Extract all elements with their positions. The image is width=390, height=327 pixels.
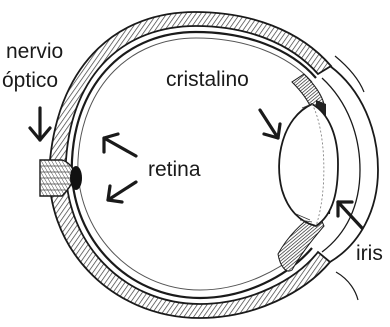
arrow-retina-upper bbox=[104, 134, 136, 156]
label-nervio-line1: nervio bbox=[6, 40, 63, 64]
label-nervio-line2: óptico bbox=[2, 69, 58, 93]
arrow-retina-lower bbox=[108, 182, 136, 202]
label-cristalino: cristalino bbox=[166, 68, 249, 92]
label-retina: retina bbox=[148, 158, 201, 182]
arrow-nervio-optico bbox=[30, 108, 50, 140]
optic-disc bbox=[70, 166, 82, 190]
lens bbox=[279, 104, 338, 226]
label-iris: iris bbox=[356, 242, 383, 266]
arrow-iris bbox=[338, 202, 362, 228]
arrow-cristalino bbox=[260, 110, 280, 138]
